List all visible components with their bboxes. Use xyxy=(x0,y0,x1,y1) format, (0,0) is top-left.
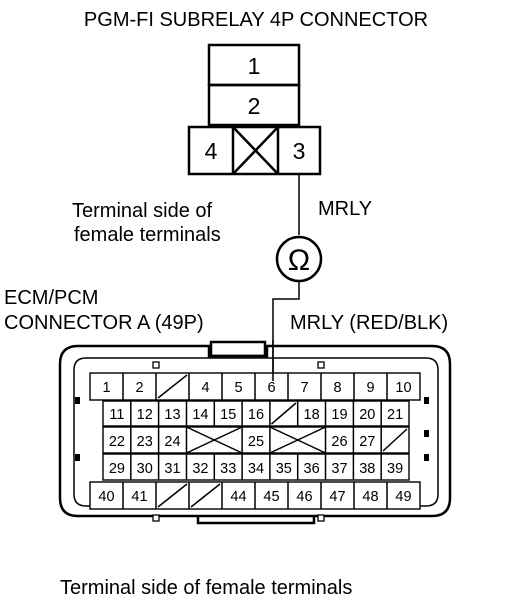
ecm-row-3: 22 23 24 25 26 27 xyxy=(102,426,410,454)
ecm-pin-29: 29 xyxy=(109,461,125,477)
ecm-pin-6: 6 xyxy=(267,380,275,396)
ecm-pin-23: 23 xyxy=(137,434,153,450)
ecm-pin-13: 13 xyxy=(164,407,180,423)
ecm-pin-49: 49 xyxy=(395,489,411,505)
ecm-connector-label-line1: ECM/PCM xyxy=(4,287,98,309)
ohm-symbol: Ω xyxy=(288,244,310,277)
terminal-side-label-line2: female terminals xyxy=(74,224,221,246)
ecm-pin-14: 14 xyxy=(192,407,208,423)
ecm-pin-2: 2 xyxy=(135,380,143,396)
ecm-row-1: 1 2 4 5 6 7 8 9 10 xyxy=(89,372,421,401)
ecm-row-2: 11 12 13 14 15 16 18 19 20 21 xyxy=(102,400,410,427)
subrelay-lower-row xyxy=(187,125,322,176)
ecm-pin-33: 33 xyxy=(220,461,236,477)
ecm-pin-26: 26 xyxy=(331,434,347,450)
ecm-pin-22: 22 xyxy=(109,434,125,450)
ecm-pin-41: 41 xyxy=(131,489,147,505)
ecm-pin-32: 32 xyxy=(192,461,208,477)
ecm-pin-48: 48 xyxy=(362,489,378,505)
subrelay-connector-title: PGM-FI SUBRELAY 4P CONNECTOR xyxy=(84,9,428,31)
ecm-pin-27: 27 xyxy=(359,434,375,450)
ecm-pin-37: 37 xyxy=(331,461,347,477)
ecm-connector xyxy=(58,340,452,525)
ecm-pin-31: 31 xyxy=(164,461,180,477)
ecm-pin-1: 1 xyxy=(102,380,110,396)
ecm-pin-40: 40 xyxy=(98,489,114,505)
ecm-connector-label-line2: CONNECTOR A (49P) xyxy=(4,312,204,334)
ecm-pin-7: 7 xyxy=(300,380,308,396)
terminal-side-label-line1: Terminal side of xyxy=(72,200,213,222)
ecm-pin-15: 15 xyxy=(220,407,236,423)
blank-terminal-slash xyxy=(190,483,221,508)
connector-latch xyxy=(209,340,267,358)
bottom-caption: Terminal side of female terminals xyxy=(60,577,352,599)
ecm-row-4: 29 30 31 32 33 34 35 36 37 38 39 xyxy=(102,453,410,481)
ecm-pin-30: 30 xyxy=(137,461,153,477)
blank-terminal-slash xyxy=(271,402,297,425)
ecm-pin-4: 4 xyxy=(201,380,209,396)
ecm-pin-45: 45 xyxy=(263,489,279,505)
ecm-pin-20: 20 xyxy=(359,407,375,423)
ecm-pin-36: 36 xyxy=(304,461,320,477)
ohmmeter-probe: Ω xyxy=(272,174,323,381)
ecm-pin-39: 39 xyxy=(387,461,403,477)
ecm-pin-47: 47 xyxy=(329,489,345,505)
connector-housing xyxy=(58,344,452,518)
ecm-pin-12: 12 xyxy=(137,407,153,423)
ecm-pin-44: 44 xyxy=(230,489,246,505)
ecm-pin-5: 5 xyxy=(234,380,242,396)
blank-terminal-slash xyxy=(157,374,188,399)
ecm-pin-11: 11 xyxy=(109,407,124,423)
ecm-pin-25: 25 xyxy=(248,434,264,450)
blank-terminal-slash xyxy=(382,428,408,452)
subrelay-pin-4: 4 xyxy=(205,138,218,164)
ecm-pin-24: 24 xyxy=(164,434,180,450)
ecm-pin-46: 46 xyxy=(296,489,312,505)
subrelay-pin-cell xyxy=(207,83,301,127)
ecm-pin-34: 34 xyxy=(248,461,264,477)
ecm-pin-18: 18 xyxy=(304,407,320,423)
ecm-pin-19: 19 xyxy=(331,407,347,423)
ecm-pin-9: 9 xyxy=(366,380,374,396)
subrelay-pin-3: 3 xyxy=(293,138,306,164)
mrly-label: MRLY xyxy=(318,198,372,220)
ecm-pin-38: 38 xyxy=(359,461,375,477)
ecm-pin-21: 21 xyxy=(387,407,403,423)
mrly-wire-label: MRLY (RED/BLK) xyxy=(290,312,448,334)
connector-inner-frame xyxy=(73,357,439,507)
ecm-pin-16: 16 xyxy=(248,407,264,423)
subrelay-connector: 1 2 4 3 xyxy=(187,43,322,176)
ecm-row-5: 40 41 44 45 46 47 48 49 xyxy=(89,481,421,510)
subrelay-pin-1: 1 xyxy=(248,53,261,79)
ecm-pin-8: 8 xyxy=(333,380,341,396)
ecm-pin-35: 35 xyxy=(276,461,292,477)
blank-terminal-slash xyxy=(157,483,188,508)
ecm-pin-10: 10 xyxy=(395,380,411,396)
subrelay-pin-2: 2 xyxy=(248,93,261,119)
connector-bottom-tab xyxy=(196,516,316,525)
